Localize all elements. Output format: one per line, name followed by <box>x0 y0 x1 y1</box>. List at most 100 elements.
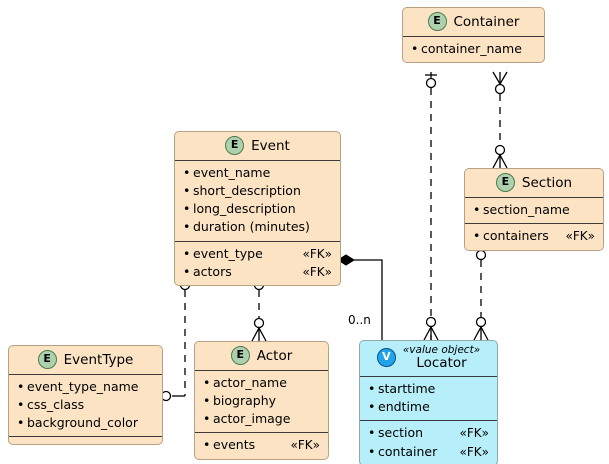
attribute-name: events <box>213 437 256 453</box>
bullet-icon: • <box>203 393 211 409</box>
bullet-icon: • <box>183 219 191 235</box>
attribute-name: event_type_name <box>27 379 139 394</box>
bullet-icon: • <box>183 201 191 217</box>
fk-compartment: • events «FK» <box>195 432 328 458</box>
bullet-icon: • <box>203 375 211 390</box>
bullet-icon: • <box>473 228 481 244</box>
attribute-compartment: • event_name • short_description • long_… <box>175 160 340 241</box>
attribute-row: • actor_image <box>203 410 320 428</box>
entity-name: Container <box>453 13 520 30</box>
entity-badge-icon: E <box>230 346 250 365</box>
fk-marker: «FK» <box>302 264 332 279</box>
attribute-name: actors <box>193 263 232 279</box>
attribute-name: event_type <box>193 245 263 261</box>
attribute-compartment: • event_type_name • css_class • backgrou… <box>9 374 162 436</box>
connector-container-section <box>492 71 508 169</box>
attribute-name: short_description <box>193 183 301 199</box>
attribute-compartment: • actor_name • biography • actor_image <box>195 370 328 432</box>
attribute-name: section <box>378 425 424 441</box>
attribute-row: • event_type «FK» <box>183 245 332 263</box>
entity-actor[interactable]: E Actor • actor_name • biography • actor… <box>194 341 329 460</box>
attribute-row: • events «FK» <box>203 436 320 454</box>
entity-badge-icon: E <box>225 136 245 155</box>
attribute-name: section_name <box>483 202 570 217</box>
connector-container-locator <box>423 72 439 375</box>
empty-compartment <box>9 436 162 444</box>
bullet-icon: • <box>183 263 191 279</box>
entity-container[interactable]: E Container • container_name <box>402 7 545 64</box>
attribute-name: starttime <box>378 380 436 396</box>
attribute-name: css_class <box>27 397 85 413</box>
bullet-icon: • <box>17 415 25 431</box>
attribute-name: container <box>378 443 438 459</box>
attribute-name: container_name <box>421 41 522 56</box>
bullet-icon: • <box>473 202 481 217</box>
fk-marker: «FK» <box>302 246 332 261</box>
connector-event-eventtype <box>159 267 192 402</box>
entity-name: Locator <box>416 355 467 372</box>
entity-badge-icon: E <box>37 350 57 369</box>
entity-eventtype[interactable]: E EventType • event_type_name • css_clas… <box>8 345 163 446</box>
attribute-name: background_color <box>27 415 138 431</box>
entity-header: E Container <box>403 8 544 36</box>
bullet-icon: • <box>368 425 376 441</box>
entity-name: Event <box>251 137 290 154</box>
attribute-row: • container «FK» <box>368 443 489 461</box>
bullet-icon: • <box>183 165 191 180</box>
attribute-row: • short_description <box>183 182 332 200</box>
entity-header: E Event <box>175 132 340 160</box>
attribute-row: • background_color <box>17 414 154 432</box>
attribute-row: • actor_name <box>203 374 320 392</box>
fk-marker: «FK» <box>565 229 595 244</box>
attribute-compartment: • starttime • endtime <box>360 375 497 420</box>
attribute-name: biography <box>213 393 277 409</box>
attribute-row: • section «FK» <box>368 424 489 442</box>
attribute-row: • section_name <box>473 201 595 219</box>
attribute-name: endtime <box>378 399 430 415</box>
fk-marker: «FK» <box>459 426 489 441</box>
bullet-icon: • <box>203 437 211 453</box>
attribute-row: • biography <box>203 392 320 410</box>
attribute-row: • actors «FK» <box>183 263 332 281</box>
connector-section-locator <box>473 244 489 341</box>
bullet-icon: • <box>183 183 191 199</box>
fk-compartment: • section «FK» • container «FK» <box>360 420 497 464</box>
attribute-row: • event_type_name <box>17 378 154 396</box>
fk-marker: «FK» <box>290 438 320 453</box>
bullet-icon: • <box>17 379 25 394</box>
attribute-compartment: • container_name <box>403 36 544 62</box>
connector-event-locator <box>337 254 383 340</box>
entity-locator[interactable]: V «value object» Locator • starttime • e… <box>359 340 498 464</box>
entity-name: EventType <box>63 351 134 368</box>
fk-compartment: • containers «FK» <box>465 223 603 249</box>
entity-header: E Actor <box>195 342 328 370</box>
entity-section[interactable]: E Section • section_name • containers «F… <box>464 168 604 251</box>
entity-event[interactable]: E Event • event_name • short_description… <box>174 131 341 287</box>
bullet-icon: • <box>183 245 191 261</box>
entity-header: E EventType <box>9 346 162 374</box>
attribute-compartment: • section_name <box>465 197 603 223</box>
attribute-name: duration (minutes) <box>193 219 310 235</box>
attribute-row: • css_class <box>17 396 154 414</box>
attribute-name: actor_name <box>213 375 287 390</box>
attribute-row: • long_description <box>183 200 332 218</box>
attribute-row: • event_name <box>183 164 332 182</box>
fk-compartment: • event_type «FK» • actors «FK» <box>175 240 340 286</box>
attribute-row: • endtime <box>368 398 489 416</box>
attribute-name: actor_image <box>213 411 291 427</box>
entity-name: Actor <box>256 347 293 364</box>
attribute-row: • duration (minutes) <box>183 218 332 236</box>
attribute-name: long_description <box>193 201 296 217</box>
stereotype-label: «value object» <box>402 344 481 356</box>
attribute-row: • starttime <box>368 380 489 398</box>
value-object-badge-icon: V <box>376 348 396 368</box>
entity-name: Section <box>521 174 573 191</box>
attribute-row: • containers «FK» <box>473 227 595 245</box>
bullet-icon: • <box>411 41 419 56</box>
attribute-name: containers <box>483 228 549 244</box>
bullet-icon: • <box>17 397 25 413</box>
fk-marker: «FK» <box>459 444 489 459</box>
entity-header: E Section <box>465 169 603 197</box>
entity-header: V «value object» Locator <box>360 341 497 376</box>
